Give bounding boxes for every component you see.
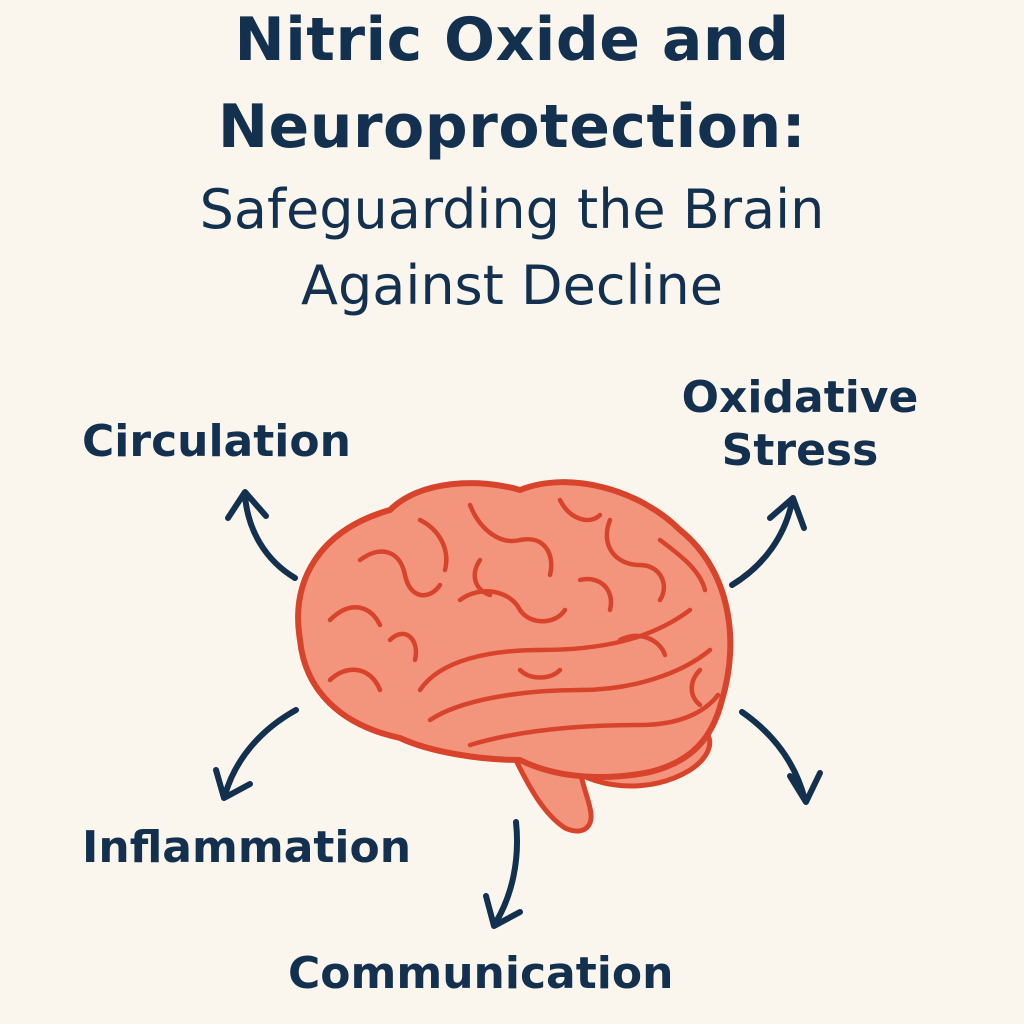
label-communication: Communication (288, 948, 674, 999)
label-oxidative-line-2: Stress (721, 424, 879, 476)
label-inflammation: Inflammation (82, 822, 412, 873)
label-oxidative-line-1: Oxidative (681, 372, 919, 423)
arrow-icon-communication (483, 819, 523, 929)
arrow-icon-circulation (225, 489, 298, 581)
title-line-2: Neuroprotection: (217, 92, 807, 162)
arrow-icon-lower-right (739, 709, 823, 805)
title-line-1: Nitric Oxide and (234, 5, 790, 75)
brain-icon (295, 479, 734, 834)
label-circulation: Circulation (82, 416, 351, 467)
brain-folds (327, 497, 721, 748)
arrow-icon-oxidative-stress (729, 495, 807, 588)
label-oxidative-stress: Oxidative Stress (640, 372, 960, 478)
arrow-icon-inflammation (213, 707, 299, 801)
subtitle-line-1: Safeguarding the Brain (199, 178, 825, 241)
subtitle-line-2: Against Decline (301, 254, 723, 317)
brain-cerebrum (295, 479, 734, 780)
